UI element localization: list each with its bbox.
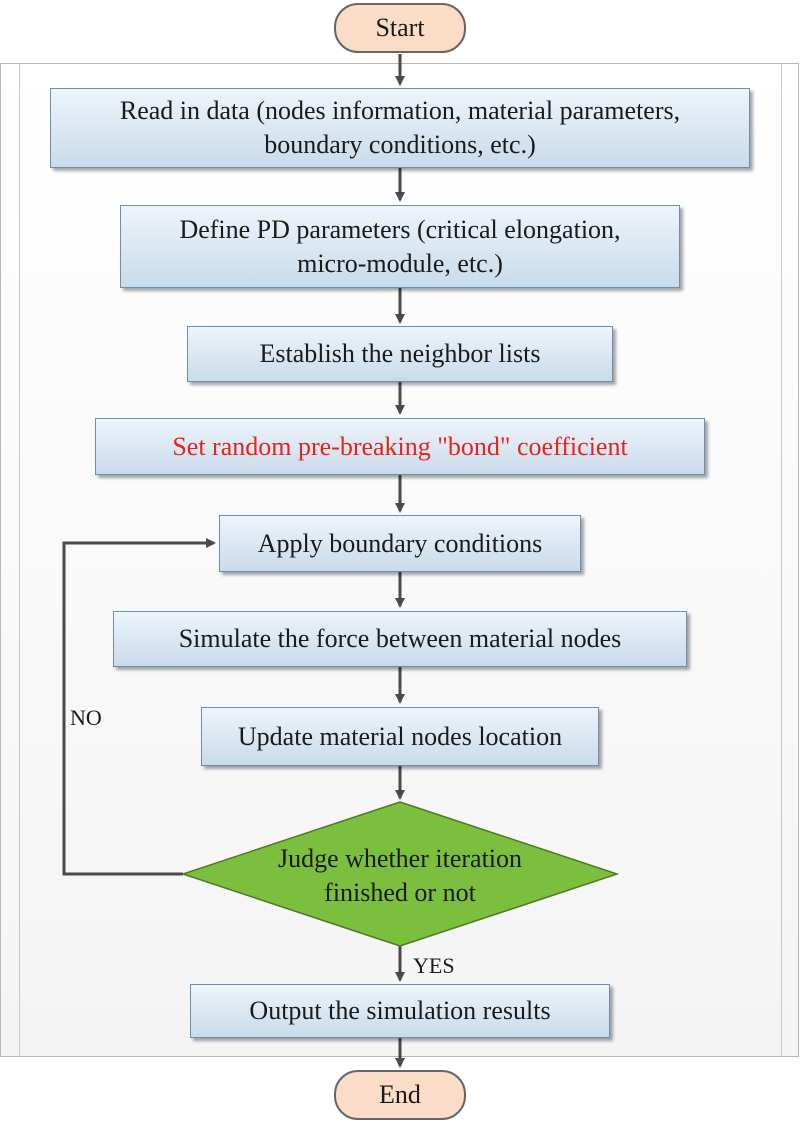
step-update-location-label: Update material nodes location bbox=[237, 721, 563, 751]
no-label: NO bbox=[70, 705, 102, 730]
step-simulate-force: Simulate the force between material node… bbox=[113, 611, 687, 667]
step-simulate-force-label: Simulate the force between material node… bbox=[178, 624, 622, 653]
step-define-pd-line1: Define PD parameters (critical elongatio… bbox=[179, 214, 621, 244]
decision-text: Judge whether iteration finished or not bbox=[183, 839, 617, 913]
step-apply-boundary-label: Apply boundary conditions bbox=[257, 528, 543, 558]
step-output-results: Output the simulation results bbox=[190, 984, 610, 1038]
decision-line2: finished or not bbox=[324, 878, 476, 907]
start-terminal: Start bbox=[334, 3, 466, 53]
end-label: End bbox=[379, 1080, 421, 1109]
end-terminal: End bbox=[334, 1070, 466, 1120]
step-set-bond-label: Set random pre-breaking "bond" coefficie… bbox=[172, 431, 628, 461]
arrow-no-loop bbox=[62, 538, 216, 876]
step-define-pd-line2: micro-module, etc.) bbox=[297, 248, 503, 278]
step-read-data-line2: boundary conditions, etc.) bbox=[264, 130, 536, 159]
start-label: Start bbox=[375, 13, 425, 42]
step-apply-boundary: Apply boundary conditions bbox=[219, 515, 581, 572]
yes-label: YES bbox=[413, 953, 455, 978]
step-read-data-line1: Read in data (nodes information, materia… bbox=[119, 96, 681, 125]
step-read-data: Read in data (nodes information, materia… bbox=[50, 88, 750, 168]
step-set-bond: Set random pre-breaking "bond" coefficie… bbox=[95, 418, 705, 475]
step-neighbor-lists: Establish the neighbor lists bbox=[187, 326, 613, 382]
step-output-results-label: Output the simulation results bbox=[249, 996, 551, 1025]
step-neighbor-lists-label: Establish the neighbor lists bbox=[259, 339, 541, 368]
frame-inner-border bbox=[19, 64, 782, 1056]
step-update-location: Update material nodes location bbox=[201, 707, 599, 766]
decision-diamond bbox=[180, 801, 620, 947]
step-define-pd: Define PD parameters (critical elongatio… bbox=[120, 205, 680, 288]
decision-line1: Judge whether iteration bbox=[277, 844, 523, 873]
